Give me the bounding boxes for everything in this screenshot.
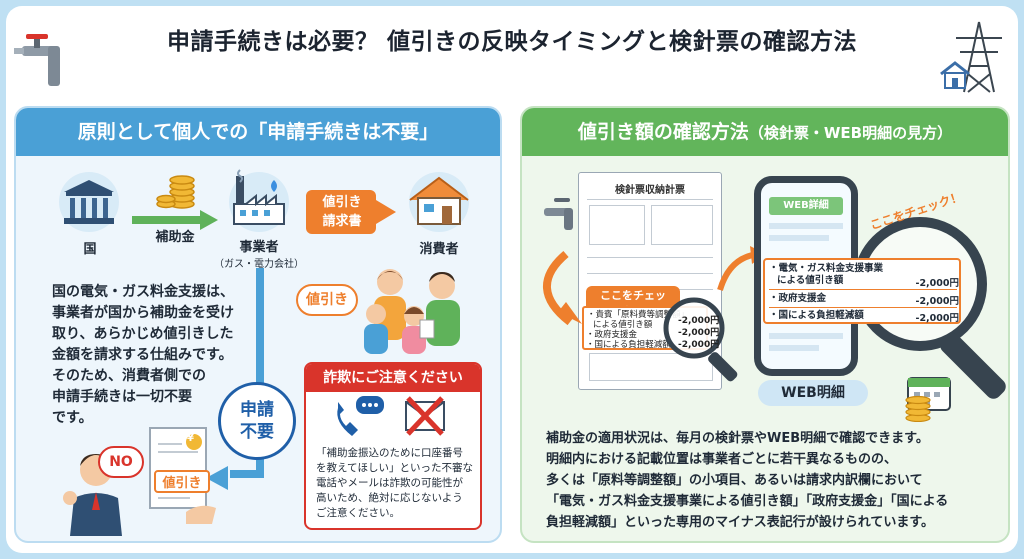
person-icon	[63, 454, 122, 536]
web-item-2-value: -2,000円	[915, 296, 960, 307]
arrow-right-icon	[306, 190, 396, 234]
meter-item-1-label2: による値引き額	[593, 320, 653, 330]
cross-mark-icon	[405, 396, 445, 436]
arrow-left-icon	[206, 466, 228, 490]
arrow-down-icon	[230, 268, 264, 478]
web-screen-title: WEB詳細	[769, 197, 843, 215]
right-panel-header: 値引き額の確認方法（検針票・WEB明細の見方）	[522, 108, 1008, 156]
right-panel-header-sub: （検針票・WEB明細の見方）	[748, 124, 953, 142]
family-icon	[364, 269, 460, 354]
web-highlight-list: ・電気・ガス料金支援事業 による値引き額 -2,000円 ・政府支援金 -2,0…	[763, 258, 961, 324]
power-tower-icon	[956, 21, 1002, 93]
factory-icon	[229, 169, 289, 232]
flow-subsidy-label: 補助金	[155, 230, 195, 245]
right-panel-header-main: 値引き額の確認方法	[577, 121, 749, 143]
web-item-1-label2: による値引き額	[777, 275, 844, 286]
house-icon	[940, 61, 970, 89]
magnifier-icon	[663, 297, 738, 382]
request-invoice-label: 値引き 請求書	[322, 195, 362, 229]
meter-item-1-label: ・貴賓「原料費等調整額」	[587, 310, 690, 320]
web-statement-caption: WEB明細	[758, 380, 868, 406]
meter-item-2-value: -2,000円	[678, 328, 720, 338]
arrow-right-icon	[132, 210, 218, 230]
no-bubble: NO	[98, 446, 144, 478]
meter-slip-title: 検針票収納計票	[615, 185, 685, 196]
left-body-text: 国の電気・ガス料金支援は、 事業者が国から補助金を受け 取り、あらかじめ値引きし…	[52, 284, 234, 426]
web-item-3-label: ・国による負担軽減額	[769, 310, 864, 321]
fraud-warning-title: 詐欺にご注意ください	[306, 364, 480, 392]
right-body-text: 補助金の適用状況は、毎月の検針票やWEB明細で確認できます。 明細内における記載…	[546, 431, 949, 530]
web-item-3-value: -2,000円	[915, 313, 960, 324]
faucet-icon	[14, 34, 60, 86]
discount-bubble: 値引き	[296, 284, 358, 316]
house-icon	[409, 172, 469, 232]
flow-operator-label: 事業者 （ガス・電力会社）	[212, 236, 306, 270]
government-building-icon	[59, 172, 119, 232]
invoice-yen-symbol: ¥	[187, 433, 194, 444]
left-panel-header: 原則として個人での「申請手続きは不要」	[16, 108, 500, 156]
meter-slip-icon: 検針票収納計票	[578, 172, 722, 390]
arrow-curve-icon	[543, 250, 582, 326]
fraud-warning-box: 詐欺にご注意ください 「補助金振込のために口座番号 を教えてほしい」といった不審…	[304, 362, 482, 530]
meter-item-1-value: -2,000円	[678, 316, 720, 326]
faucet-icon	[544, 198, 573, 230]
flow-country-label: 国	[83, 242, 97, 257]
flow-operator-name: 事業者	[239, 240, 279, 255]
flow-operator-sub: （ガス・電力会社）	[214, 259, 304, 270]
coins-icon	[156, 175, 195, 209]
coins-icon	[905, 395, 931, 422]
meter-item-2-label: ・政府支援金	[586, 330, 638, 340]
web-item-1-value: -2,000円	[915, 278, 960, 289]
fraud-warning-text: 「補助金振込のために口座番号 を教えてほしい」といった不審な 電話やメールは詐欺…	[316, 447, 473, 519]
meter-item-3-value: -2,000円	[678, 340, 720, 350]
no-application-circle: 申請 不要	[218, 382, 296, 460]
web-item-1-label: ・電気・ガス料金支援事業	[769, 263, 884, 274]
web-item-2-label: ・政府支援金	[769, 293, 827, 304]
invoice-icon	[149, 427, 216, 524]
invoice-discount-label: 値引き	[154, 470, 210, 493]
phone-call-icon	[337, 396, 384, 436]
page-title: 申請手続きは必要？ 値引きの反映タイミングと検針票の確認方法	[166, 29, 857, 55]
meter-item-3-label: ・国による負担軽減額	[586, 340, 671, 350]
flow-consumer-label: 消費者	[419, 242, 459, 257]
